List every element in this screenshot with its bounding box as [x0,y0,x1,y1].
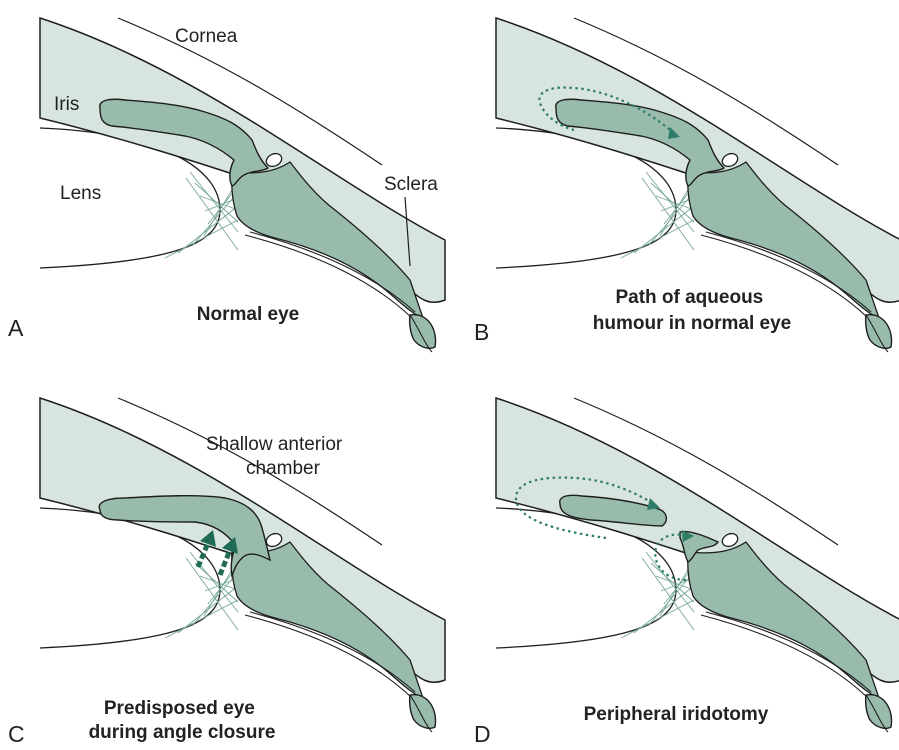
shallow-chamber-label: Shallow anterior chamber [206,434,348,479]
panel-b: B Path of aqueous humour in normal eye [474,18,899,352]
panel-d: D Peripheral iridotomy [474,398,899,747]
caption-c: Predisposed eye during angle closure [89,698,276,743]
caption-c-line-2: during angle closure [89,722,276,743]
caption-a: Normal eye [197,304,299,325]
panel-a: Cornea Iris Lens Sclera A Normal eye [8,18,445,352]
caption-c-line-1: Predisposed eye [104,698,255,719]
shallow-chamber-line-2: chamber [246,458,321,479]
sclera-label: Sclera [384,174,438,195]
caption-b-line-2: humour in normal eye [593,313,791,334]
caption-a-line-1: Normal eye [197,304,299,325]
panel-c: Shallow anterior chamber C Predisposed e… [8,398,445,747]
caption-b: Path of aqueous humour in normal eye [593,287,791,334]
panel-letter-d: D [474,721,491,747]
panel-letter-a: A [8,315,24,341]
iris-label: Iris [54,94,79,115]
caption-d-line-1: Peripheral iridotomy [584,704,769,725]
shallow-chamber-line-1: Shallow anterior [206,434,343,455]
cornea-label: Cornea [175,26,238,47]
lens-label: Lens [60,183,101,204]
panel-letter-c: C [8,721,25,747]
panel-letter-b: B [474,319,489,345]
caption-b-line-1: Path of aqueous [615,287,763,308]
caption-d: Peripheral iridotomy [584,704,769,725]
